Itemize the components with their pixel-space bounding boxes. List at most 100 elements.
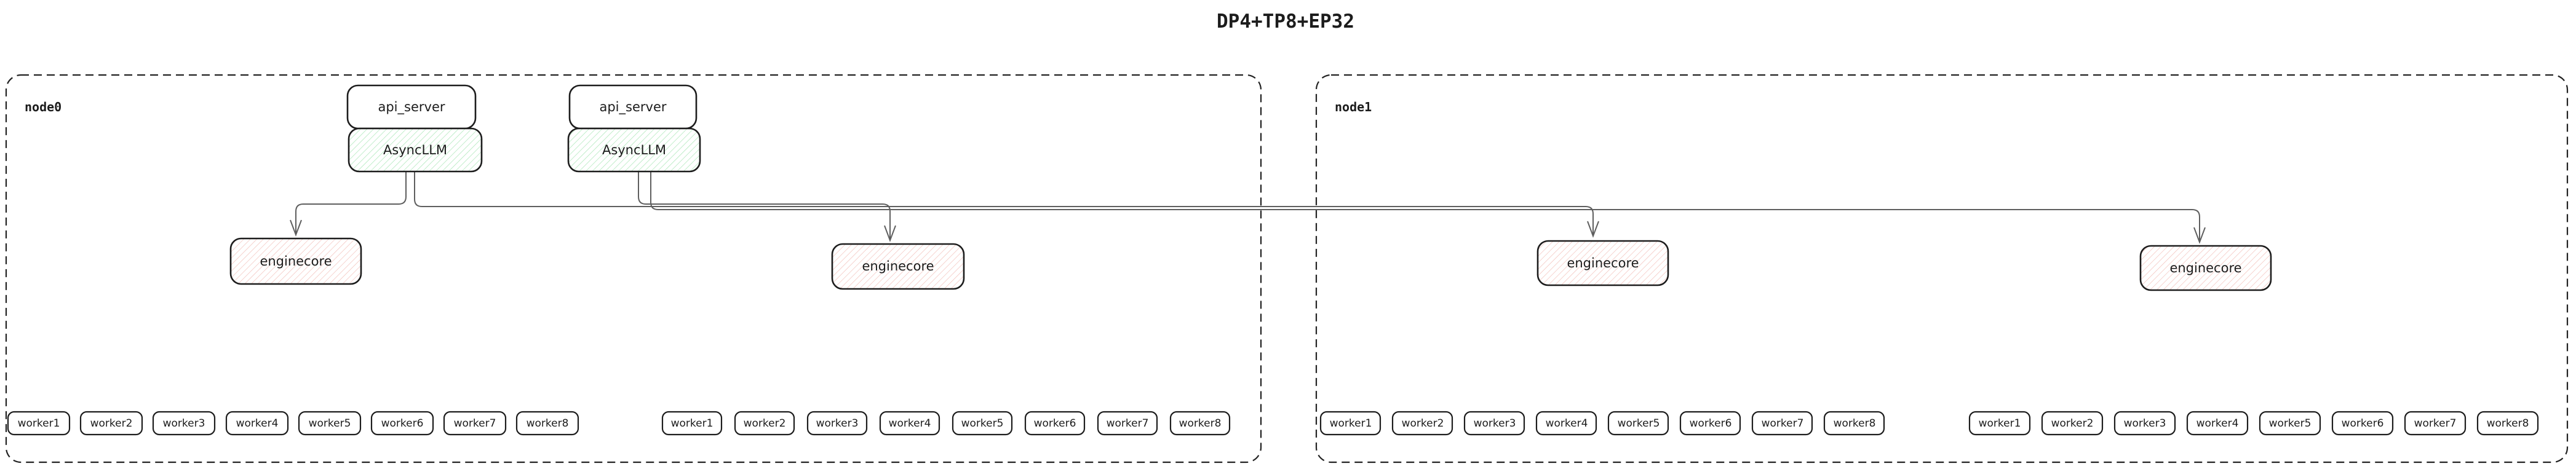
enginecore-3-box: [1536, 240, 1669, 286]
node1-worker-group-1: worker1 worker2 worker3 worker4 worker5 …: [1319, 411, 1885, 436]
connector-asyncllm2-enginecore2: [638, 171, 891, 239]
worker-box: [1319, 411, 1381, 436]
enginecore-1-label: enginecore: [260, 254, 332, 269]
worker-label: worker5: [2269, 417, 2312, 430]
asyncllm-1-label: AsyncLLM: [383, 143, 447, 157]
api-server-2: api_server: [568, 84, 698, 130]
worker-box: [1391, 411, 1453, 436]
worker-label: worker6: [1690, 417, 1732, 430]
connector-asyncllm2-enginecore4: [650, 171, 2200, 241]
worker-label: worker1: [1330, 417, 1372, 430]
worker-box: [2331, 411, 2394, 436]
worker-box: [225, 411, 289, 436]
enginecore-3-label: enginecore: [1567, 256, 1639, 270]
worker-label: worker1: [671, 417, 714, 430]
worker-box: [661, 411, 723, 436]
worker-box: [79, 411, 143, 436]
worker-box: [952, 411, 1013, 436]
worker-box: [515, 411, 579, 436]
worker-label: worker3: [2124, 417, 2166, 430]
diagram-title: DP4+TP8+EP32: [1217, 10, 1354, 33]
api-server-1: api_server: [346, 84, 477, 130]
worker-label: worker7: [1107, 417, 1149, 430]
worker-label: worker4: [2196, 417, 2239, 430]
enginecore-4-box: [2139, 245, 2272, 291]
worker-box: [734, 411, 795, 436]
worker-box: [1607, 411, 1669, 436]
worker-label: worker2: [744, 417, 786, 430]
connector-asyncllm1-enginecore1: [295, 171, 407, 234]
asyncllm-1-box: [348, 127, 483, 173]
worker-label: worker4: [236, 417, 279, 430]
worker-label: worker2: [1402, 417, 1444, 430]
worker-label: worker2: [2051, 417, 2094, 430]
worker-label: worker5: [1618, 417, 1660, 430]
worker-box: [2404, 411, 2467, 436]
worker-box: [443, 411, 507, 436]
api-server-1-label: api_server: [378, 100, 445, 115]
worker-label: worker5: [961, 417, 1004, 430]
node1-label: node1: [1335, 100, 1372, 114]
node0-boundary: [5, 74, 1262, 463]
enginecore-4-label: enginecore: [2169, 261, 2241, 275]
worker-box: [1463, 411, 1525, 436]
asyncllm-1: AsyncLLM: [348, 127, 483, 173]
worker-label: worker4: [889, 417, 931, 430]
api-server-2-label: api_server: [599, 100, 666, 115]
worker-label: worker1: [18, 417, 60, 430]
asyncllm-2: AsyncLLM: [567, 127, 701, 173]
enginecore-2-label: enginecore: [862, 259, 934, 274]
worker-label: worker8: [1834, 417, 1876, 430]
worker-box: [7, 411, 71, 436]
worker-box: [2041, 411, 2104, 436]
node0-worker-group-1: worker1 worker2 worker3 worker4 worker5 …: [7, 411, 579, 436]
worker-box: [2186, 411, 2249, 436]
worker-box: [1169, 411, 1231, 436]
worker-box: [2259, 411, 2321, 436]
node0-label: node0: [25, 100, 62, 114]
worker-label: worker6: [381, 417, 424, 430]
worker-label: worker2: [90, 417, 133, 430]
worker-box: [1535, 411, 1597, 436]
worker-label: worker7: [2414, 417, 2457, 430]
worker-box: [1968, 411, 2031, 436]
node1-boundary: [1315, 74, 2569, 463]
worker-box: [1823, 411, 1885, 436]
worker-label: worker3: [1474, 417, 1516, 430]
arrowhead-enginecore1: [290, 219, 302, 237]
worker-label: worker8: [527, 417, 569, 430]
worker-box: [1097, 411, 1158, 436]
node0-worker-group-2: worker1 worker2 worker3 worker4 worker5 …: [661, 411, 1231, 436]
worker-label: worker8: [2487, 417, 2529, 430]
worker-label: worker4: [1546, 417, 1588, 430]
worker-box: [1751, 411, 1813, 436]
worker-box: [298, 411, 362, 436]
worker-label: worker8: [1179, 417, 1222, 430]
arrowhead-enginecore4: [2193, 227, 2206, 244]
enginecore-1-box: [229, 237, 362, 285]
worker-label: worker1: [1979, 417, 2021, 430]
node1-container: node1: [1315, 74, 2569, 463]
worker-label: worker7: [1762, 417, 1804, 430]
asyncllm-2-box: [567, 127, 701, 173]
worker-label: worker3: [163, 417, 205, 430]
arrowhead-enginecore3: [1587, 221, 1599, 238]
worker-box: [152, 411, 216, 436]
connectors: [290, 171, 2206, 244]
enginecore-2-box: [831, 243, 965, 290]
enginecore-2: enginecore: [831, 243, 965, 290]
worker-box: [806, 411, 868, 436]
worker-box: [2476, 411, 2539, 436]
enginecore-3: enginecore: [1536, 240, 1669, 286]
worker-box: [370, 411, 434, 436]
node0-container: node0: [5, 74, 1262, 463]
worker-label: worker6: [2342, 417, 2384, 430]
worker-label: worker5: [309, 417, 351, 430]
arrowhead-enginecore2: [884, 225, 896, 242]
enginecore-4: enginecore: [2139, 245, 2272, 291]
asyncllm-2-label: AsyncLLM: [602, 143, 666, 157]
node1-worker-group-2: worker1 worker2 worker3 worker4 worker5 …: [1968, 411, 2539, 436]
connector-asyncllm1-enginecore3: [414, 171, 1594, 235]
worker-box: [1679, 411, 1741, 436]
